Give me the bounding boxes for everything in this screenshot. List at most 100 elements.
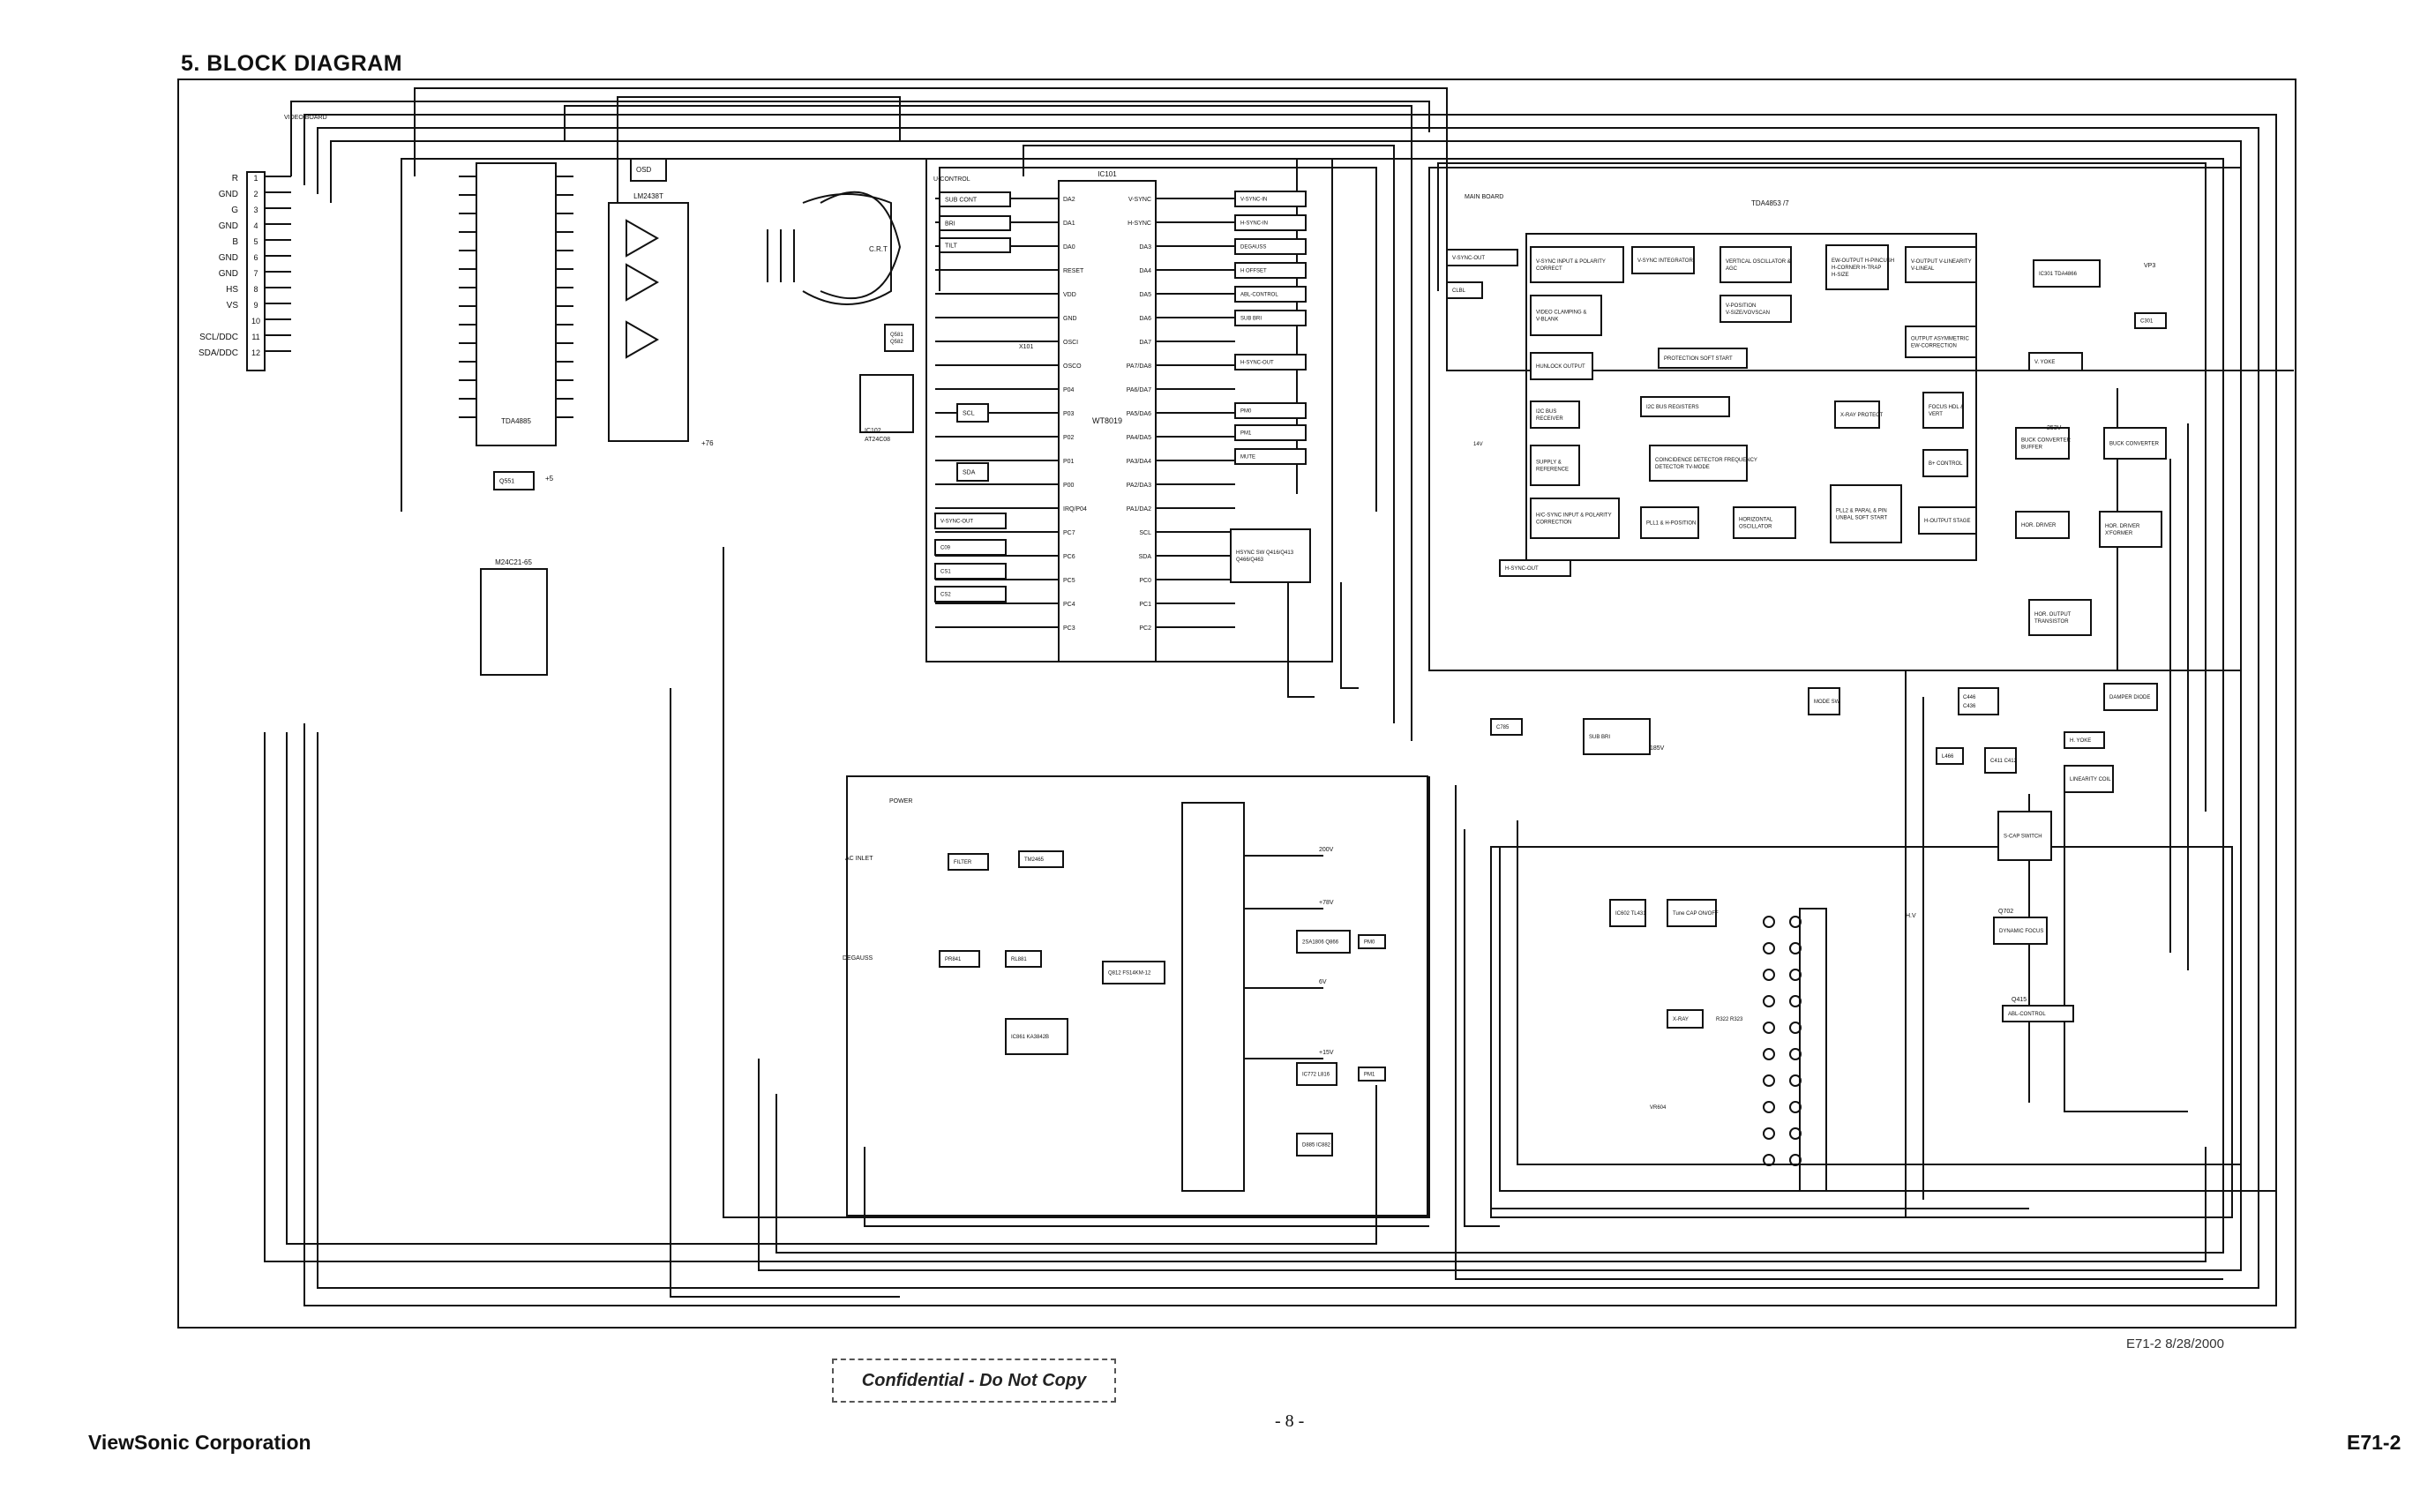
mcu-input-1-label: C09 [940, 546, 951, 551]
flyback-winding [1763, 942, 1775, 954]
mcu-output-7: PM0 [1234, 402, 1307, 419]
flyback-winding [1763, 1127, 1775, 1140]
clbl-box: CLBL [1446, 281, 1483, 299]
power-rail-1: +78V [1319, 900, 1334, 906]
c785-box-label: C785 [1496, 725, 1510, 730]
flyback-core [1799, 908, 1827, 1192]
c411-box-label: C411 C412 [1990, 759, 2018, 764]
mcu-left-pin: DA0 [1063, 244, 1075, 251]
main-block-13: FOCUS HDL &VERT [1922, 392, 1964, 429]
power-rail-0: 200V [1319, 847, 1334, 853]
tilt-box-label: TILT [945, 243, 958, 249]
v-sync-out-box-label: V-SYNC-OUT [1452, 256, 1485, 261]
ic301-box-label: IC301 TDA4866 [2039, 272, 2078, 277]
scl-box-label: SCL [963, 410, 975, 416]
mcu-input-3: CS2 [934, 586, 1007, 603]
mcu-input-0: V-SYNC-OUT [934, 513, 1007, 529]
rl881-box: RL881 [1005, 950, 1042, 968]
connector-pin-number: 6 [253, 253, 258, 262]
model-code: E71-2 [2347, 1431, 2401, 1454]
q812-box: Q812 FS14KM-12 [1102, 961, 1165, 984]
sub-cont-box-label: SUB CONT [945, 197, 978, 203]
confidential-notice: Confidential - Do Not Copy [832, 1359, 1116, 1403]
main-block-19-label: OSCILLATOR [1739, 525, 1772, 530]
main-ic-label: TDA4853 /7 [1751, 199, 1789, 207]
hor-output-transistor-label: TRANSISTOR [2034, 619, 2069, 625]
mcu-ic-id: IC101 [1098, 170, 1117, 178]
damper-diode: DAMPER DIODE [2103, 683, 2158, 711]
mcu-chip-label: WT8019 [1092, 416, 1122, 425]
mcu-output-6-label: H-SYNC-OUT [1240, 361, 1274, 366]
connector-pin-number: 3 [253, 206, 258, 214]
main-block-20-label: PLL2 & PARAL & PIN [1836, 509, 1887, 514]
main-block-4-label: V-LINEAL [1911, 266, 1935, 272]
v-yoke-box-label: V. YOKE [2034, 360, 2055, 365]
connector-pin-label: B [232, 237, 238, 247]
flyback-winding [1789, 1022, 1802, 1034]
mcu-left-pin: OSCI [1063, 340, 1078, 346]
mcu-right-pin: PA5/DA6 [1127, 411, 1151, 417]
c436-label: C436 [1963, 704, 1976, 709]
connector-pin-label: R [232, 174, 238, 183]
tune-cap-box: Tune CAP ON/OFF [1667, 899, 1719, 927]
main-block-14-label: REFERENCE [1536, 468, 1569, 473]
vr604-label: VR604 [1650, 1105, 1667, 1111]
main-block-11-label: I2C BUS REGISTERS [1646, 405, 1699, 410]
damper-diode-label: DAMPER DIODE [2109, 695, 2150, 700]
sda-box-label: SDA [963, 469, 976, 475]
mcu-right-pin: SCL [1139, 530, 1151, 536]
connector-pin-label: GND [219, 221, 238, 231]
linearity-coil-label: LINEARITY COIL [2070, 777, 2111, 782]
ic882-box-label: D885 IC882 [1302, 1143, 1331, 1149]
mcu-right-pin: PA7/DA8 [1127, 363, 1151, 370]
mcu-output-8-label: PM1 [1240, 431, 1252, 437]
main-block-4-label: V-OUTPUT V-LINEARITY [1911, 259, 1972, 265]
mcu-right-pin: PA6/DA7 [1127, 387, 1151, 393]
ic861-box: IC861 KA3842B [1005, 1018, 1068, 1055]
main-block-7-label: OUTPUT ASYMMETRIC [1911, 337, 1970, 342]
main-block-3-label: H-CORNER H-TRAP [1832, 266, 1881, 271]
clbl-box-label: CLBL [1452, 288, 1466, 294]
mcu-right-pin: DA5 [1139, 292, 1151, 298]
mcu-right-pin: DA7 [1139, 340, 1151, 346]
main-block-2: VERTICAL OSCILLATOR &AGC [1719, 246, 1792, 283]
flyback-winding [1763, 969, 1775, 981]
sub-cont-box: SUB CONT [939, 191, 1011, 207]
buck-converter-label: BUCK CONVERTER [2109, 442, 2160, 447]
l466-box-label: L466 [1942, 754, 1954, 760]
pr841-box-label: PR841 [945, 957, 962, 962]
q581-q582-label: Q581 [890, 333, 903, 338]
mcu-input-3-label: CS2 [940, 593, 951, 598]
connector-pin-number: 7 [253, 269, 258, 278]
scl-box: SCL [956, 403, 989, 423]
preamp-ic [476, 162, 557, 446]
mcu-output-1: H-SYNC-IN [1234, 214, 1307, 231]
main-block-16: B+ CONTROL [1922, 449, 1968, 477]
connector-pin-number: 4 [253, 221, 258, 230]
main-block-18-label: PLL1 & H-POSITION [1646, 521, 1696, 527]
flyback-winding [1789, 942, 1802, 954]
ic602-box-label: IC602 TL431 [1615, 911, 1646, 917]
hsync-switch-label: HSYNC SW Q416/Q413 [1236, 550, 1294, 556]
connector-pin-label: GND [219, 269, 238, 279]
connector-pin-number: 1 [253, 174, 258, 183]
mcu-input-2: CS1 [934, 563, 1007, 580]
video-plus-rail: +76 [701, 439, 714, 447]
main-block-14-label: SUPPLY & [1536, 460, 1562, 466]
main-block-0-label: V-SYNC INPUT & POLARITY [1536, 259, 1606, 265]
amplifier-triangle [626, 320, 660, 359]
tda-ic-outline [1525, 233, 1977, 561]
c785-box: C785 [1490, 718, 1523, 736]
s-cap-switch-label: S-CAP SWITCH [2004, 835, 2042, 840]
bri-box-label: BRI [945, 221, 955, 227]
tilt-box: TILT [939, 237, 1011, 253]
mcu-left-pin: GND [1063, 316, 1077, 322]
bri-box: BRI [939, 215, 1011, 231]
h-yoke: H. YOKE [2064, 731, 2105, 749]
mcu-input-0-label: V-SYNC-OUT [940, 520, 973, 525]
